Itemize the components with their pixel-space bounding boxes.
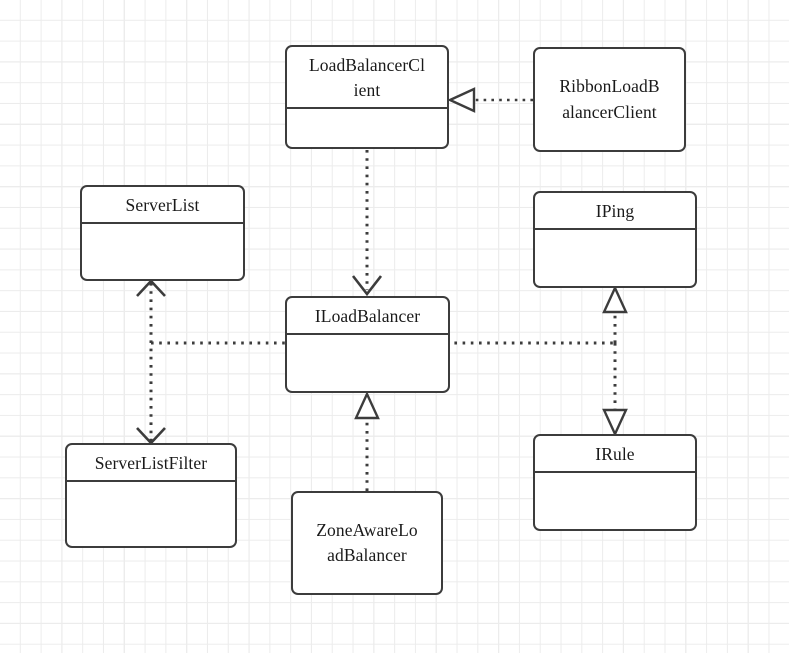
class-divider-irule [535,471,695,474]
edge-load-balancer-client-to-iload-balancer [351,150,383,297]
class-body-iload-balancer [287,335,448,391]
class-divider-iload-balancer [287,333,448,336]
class-label-irule: IRule [595,444,635,464]
edge-iload-balancer-to-iping [602,285,628,343]
class-body-server-list-filter [67,482,235,546]
class-box-iload-balancer[interactable]: ILoadBalancer [285,296,450,393]
edge-iload-balancer-to-irule [602,343,628,437]
edge-zone-aware-to-iload-balancer [354,391,380,491]
class-title-server-list: ServerList [82,187,243,222]
edge-ribbon-to-load-balancer-client [447,87,533,113]
class-body-iping [535,230,695,286]
class-box-server-list[interactable]: ServerList [80,185,245,281]
class-box-server-list-filter[interactable]: ServerListFilter [65,443,237,548]
class-label-server-list-filter: ServerListFilter [94,453,208,473]
class-title-irule: IRule [535,436,695,471]
class-title-iping: IPing [535,193,695,228]
class-divider-server-list [82,222,243,225]
class-body-irule [535,473,695,529]
class-body-server-list [82,224,243,279]
class-divider-load-balancer-client [287,107,447,110]
class-label-iload-balancer: ILoadBalancer [314,306,421,326]
class-label-iping: IPing [595,201,635,221]
class-title-server-list-filter: ServerListFilter [67,445,235,480]
class-divider-iping [535,228,695,231]
class-body-load-balancer-client [287,109,447,147]
class-title-iload-balancer: ILoadBalancer [287,298,448,333]
class-box-irule[interactable]: IRule [533,434,697,531]
class-label-server-list: ServerList [125,195,200,215]
edge-server-list-to-server-list-filter [136,279,166,445]
class-box-iping[interactable]: IPing [533,191,697,288]
class-divider-server-list-filter [67,480,235,483]
